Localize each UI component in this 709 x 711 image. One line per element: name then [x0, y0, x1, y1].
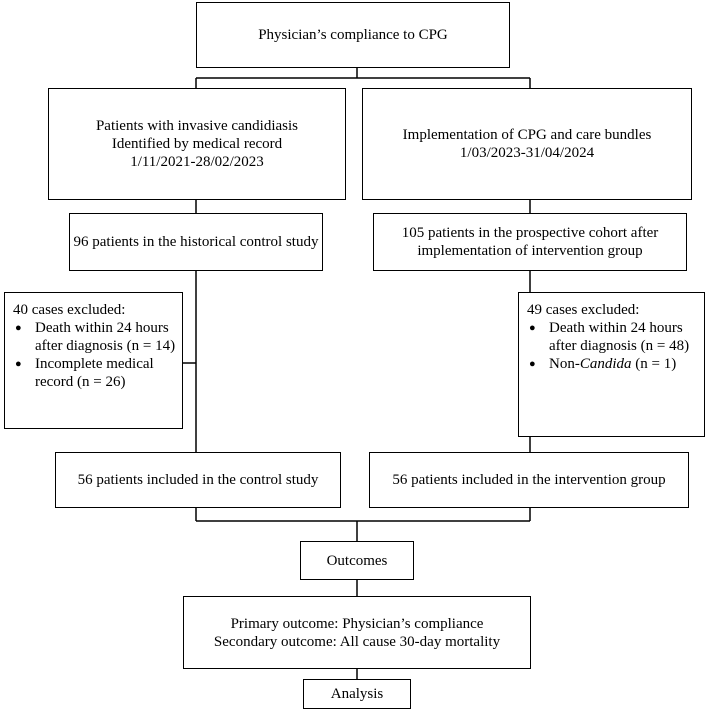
left-cohort-label: 96 patients in the historical control st… — [73, 234, 319, 250]
right-source-line1: Implementation of CPG and care bundles — [402, 127, 652, 143]
right-exclusion-box: 49 cases excluded: Death within 24 hours… — [518, 292, 705, 437]
top-compliance-label: Physician’s compliance to CPG — [258, 27, 448, 43]
right-exclusion-item2-suffix: (n = 1) — [631, 356, 677, 372]
left-exclusion-box: 40 cases excluded: Death within 24 hours… — [4, 292, 183, 429]
right-exclusion-item1-line1: Death within 24 hours — [549, 320, 683, 336]
right-exclusion-heading: 49 cases excluded: — [527, 302, 640, 318]
left-source-line3: 1/11/2021-28/02/2023 — [130, 154, 264, 170]
right-cohort-box: 105 patients in the prospective cohort a… — [373, 213, 687, 271]
left-exclusion-list: Death within 24 hours after diagnosis (n… — [13, 319, 176, 391]
left-exclusion-heading: 40 cases excluded: — [13, 302, 126, 318]
left-included-label: 56 patients included in the control stud… — [77, 472, 319, 488]
outcome-detail-box: Primary outcome: Physician’s compliance … — [183, 596, 531, 669]
top-compliance-box: Physician’s compliance to CPG — [196, 2, 510, 68]
left-cohort-box: 96 patients in the historical control st… — [69, 213, 323, 271]
right-exclusion-list: Death within 24 hours after diagnosis (n… — [527, 319, 698, 373]
left-exclusion-item2-line1: Incomplete medical — [35, 356, 154, 372]
left-exclusion-item: Death within 24 hours after diagnosis (n… — [13, 319, 176, 355]
left-exclusion-item2-line2: record (n = 26) — [35, 374, 126, 390]
right-source-box: Implementation of CPG and care bundles 1… — [362, 88, 692, 200]
right-exclusion-item: Death within 24 hours after diagnosis (n… — [527, 319, 698, 355]
secondary-outcome-label: Secondary outcome: All cause 30-day mort… — [213, 633, 501, 650]
right-exclusion-item1-line2: after diagnosis (n = 48) — [549, 338, 690, 354]
right-included-label: 56 patients included in the intervention… — [392, 472, 666, 488]
left-source-box: Patients with invasive candidiasis Ident… — [48, 88, 346, 200]
right-cohort-line2: implementation of intervention group — [417, 243, 643, 259]
primary-outcome-label: Primary outcome: Physician’s compliance — [230, 615, 484, 632]
right-included-box: 56 patients included in the intervention… — [369, 452, 689, 508]
analysis-box: Analysis — [303, 679, 411, 709]
left-exclusion-item1-line2: after diagnosis (n = 14) — [35, 338, 176, 354]
analysis-label: Analysis — [330, 686, 384, 702]
right-exclusion-item: Non-Candida (n = 1) — [527, 355, 698, 373]
right-source-line2: 1/03/2023-31/04/2024 — [459, 145, 595, 161]
left-source-line2: Identified by medical record — [111, 136, 283, 152]
right-cohort-line1: 105 patients in the prospective cohort a… — [401, 225, 659, 241]
right-exclusion-item2-prefix: Non- — [549, 356, 580, 372]
outcomes-label: Outcomes — [326, 552, 388, 569]
right-exclusion-item2-italic: Candida — [579, 356, 632, 372]
left-exclusion-item: Incomplete medical record (n = 26) — [13, 355, 176, 391]
outcomes-box: Outcomes — [300, 541, 414, 580]
left-included-box: 56 patients included in the control stud… — [55, 452, 341, 508]
left-source-line1: Patients with invasive candidiasis — [95, 118, 299, 134]
left-exclusion-item1-line1: Death within 24 hours — [35, 320, 169, 336]
